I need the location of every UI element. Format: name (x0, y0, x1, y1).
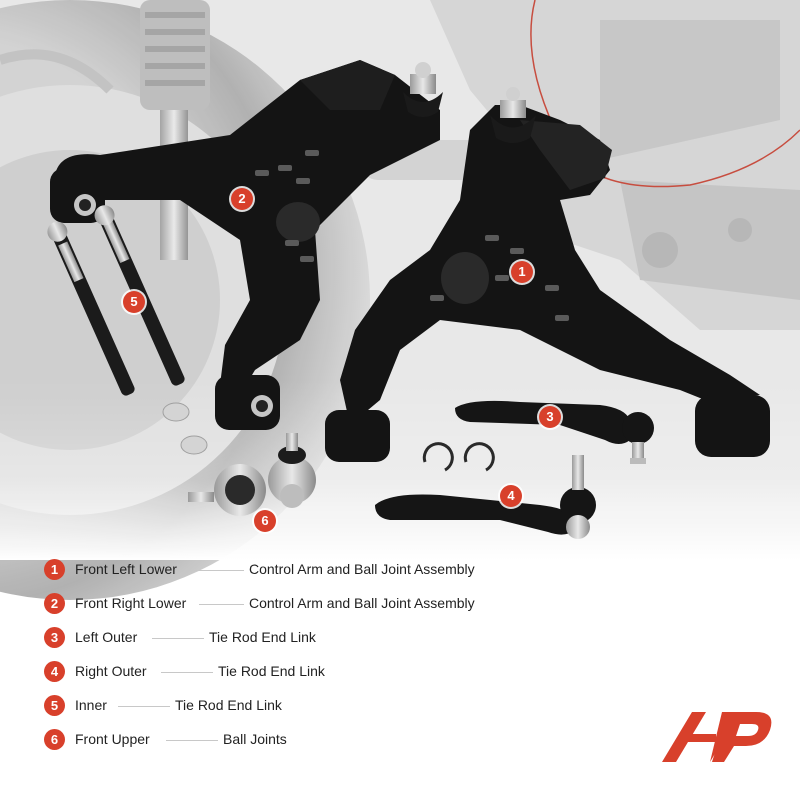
legend-number-1: 1 (44, 559, 65, 580)
legend-number-6: 6 (44, 729, 65, 750)
a-premium-logo (662, 712, 772, 762)
callout-badge-4: 4 (500, 485, 522, 507)
legend-part-4: Right Outer (75, 663, 147, 679)
callout-badge-3: 3 (539, 406, 561, 428)
legend-leader-5 (118, 706, 170, 707)
legend-row-2: 2 Front Right Lower Control Arm and Ball… (44, 592, 564, 616)
legend-part-1: Front Left Lower (75, 561, 177, 577)
legend-desc-6: Ball Joints (223, 731, 287, 747)
control-arm-right-lower (50, 60, 443, 430)
callout-badge-1: 1 (511, 261, 533, 283)
legend-row-6: 6 Front Upper Ball Joints (44, 728, 564, 752)
legend-number-2: 2 (44, 593, 65, 614)
tie-rod-end-right-outer (375, 455, 596, 539)
control-arm-left-lower (325, 87, 770, 462)
legend-desc-5: Tie Rod End Link (175, 697, 282, 713)
legend-row-1: 1 Front Left Lower Control Arm and Ball … (44, 558, 564, 582)
callout-badge-6: 6 (254, 510, 276, 532)
snap-rings (422, 442, 495, 472)
legend-number-5: 5 (44, 695, 65, 716)
legend-leader-2 (199, 604, 244, 605)
callout-badge-2: 2 (231, 188, 253, 210)
legend-row-3: 3 Left Outer Tie Rod End Link (44, 626, 564, 650)
legend-leader-3 (152, 638, 204, 639)
legend-desc-1: Control Arm and Ball Joint Assembly (249, 561, 475, 577)
legend-number-3: 3 (44, 627, 65, 648)
legend-part-5: Inner (75, 697, 107, 713)
legend-number-4: 4 (44, 661, 65, 682)
legend-leader-6 (166, 740, 218, 741)
legend-part-6: Front Upper (75, 731, 150, 747)
legend-desc-3: Tie Rod End Link (209, 629, 316, 645)
legend-part-2: Front Right Lower (75, 595, 187, 611)
legend-row-5: 5 Inner Tie Rod End Link (44, 694, 564, 718)
legend-part-3: Left Outer (75, 629, 138, 645)
legend-leader-1 (194, 570, 244, 571)
legend-leader-4 (161, 672, 213, 673)
upper-ball-joints (188, 433, 316, 516)
lock-washers (162, 402, 208, 455)
legend-row-4: 4 Right Outer Tie Rod End Link (44, 660, 564, 684)
legend-desc-2: Control Arm and Ball Joint Assembly (249, 595, 475, 611)
callout-badge-5: 5 (123, 291, 145, 313)
legend-desc-4: Tie Rod End Link (218, 663, 325, 679)
